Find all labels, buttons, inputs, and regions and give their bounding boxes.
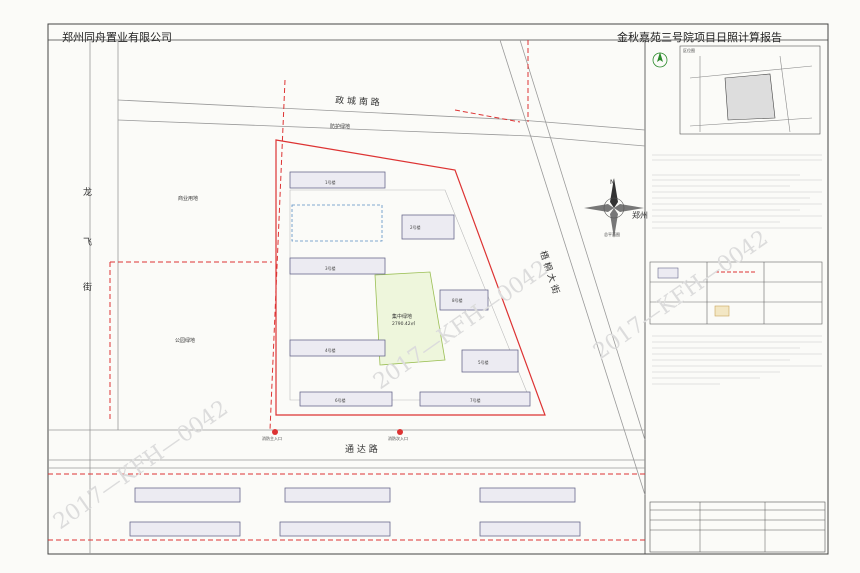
building-4 [289, 339, 386, 357]
building-1-label: 1号楼 [325, 179, 336, 185]
south-buildings [129, 487, 581, 537]
entrance-secondary-label: 消防次入口 [388, 435, 408, 441]
north-arrow-icon [652, 52, 668, 68]
building-2-label: 2号楼 [410, 224, 421, 230]
entrance-main-marker [272, 429, 278, 435]
compass-north-label: N [610, 179, 615, 186]
watermark-3: 2017—KFH—0042 [589, 226, 773, 365]
park-label: 公园绿地 [175, 337, 195, 344]
road-west-label-1: 龙 [83, 186, 92, 198]
location-map-label: 区位图 [683, 47, 695, 53]
underground-garage [291, 204, 383, 242]
commercial-label: 商业用地 [178, 195, 198, 202]
building-8 [439, 289, 489, 311]
road-west-label-3: 街 [83, 281, 92, 293]
building-6-label: 6号楼 [335, 397, 346, 403]
building-5 [461, 349, 519, 373]
road-west-label-2: 飞 [83, 237, 92, 248]
report-title: 金秋嘉苑三号院项目日照计算报告 [617, 31, 782, 44]
building-2 [401, 214, 455, 240]
entrance-secondary-marker [397, 429, 403, 435]
road-north-label: 政 城 南 路 [335, 94, 380, 108]
legend-green-swatch [714, 305, 730, 317]
road-lines [48, 39, 646, 554]
central-green [374, 271, 446, 366]
road-south-label: 通 达 路 [345, 443, 378, 455]
buffer-label: 防护绿地 [330, 123, 350, 130]
legend-frame [649, 261, 823, 325]
building-5-label: 5号楼 [478, 359, 489, 365]
watermark-1: 2017—KFH—0042 [49, 396, 233, 535]
building-4-label: 4号楼 [325, 347, 336, 353]
title-block-grid [650, 502, 825, 552]
building-6 [299, 391, 393, 407]
building-7 [419, 391, 531, 407]
entrance-main-label: 消防主入口 [262, 435, 282, 441]
location-map-frame [679, 45, 821, 135]
building-group [289, 171, 531, 407]
planning-redlines [48, 40, 645, 541]
building-1 [289, 171, 386, 189]
compass-icon [584, 178, 644, 238]
green-area-label: 2790.42㎡ [392, 320, 416, 327]
outer-frame [47, 23, 829, 555]
location-map-site [724, 73, 776, 121]
building-3 [289, 257, 386, 275]
site-boundary [275, 139, 546, 416]
notes-lines [652, 154, 822, 229]
compass-city-label: 郑州 [632, 210, 648, 220]
legend-building-swatch [657, 267, 679, 279]
legend-grid [650, 262, 822, 324]
building-3-label: 3号楼 [325, 265, 336, 271]
location-map-roads [689, 55, 813, 133]
title-block [649, 501, 826, 553]
green-label: 集中绿地 [392, 313, 412, 320]
building-7-label: 7号楼 [470, 397, 481, 403]
company-name: 郑州同舟置业有限公司 [62, 31, 172, 44]
compass-caption: 总平面图 [604, 231, 620, 237]
building-8-label: 8号楼 [452, 297, 463, 303]
analysis-notes-lines [652, 335, 822, 385]
